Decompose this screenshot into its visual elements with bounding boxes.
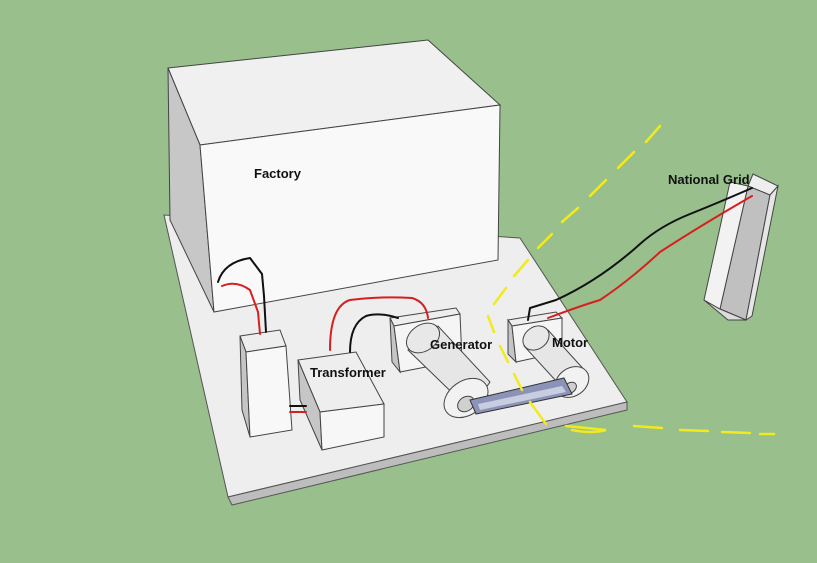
system-boundary [486,124,776,436]
wire-black-grid [527,187,753,321]
wire-red-grid [547,195,753,319]
wire-black-transformer-generator [349,313,399,353]
transformer-box [297,351,385,451]
national-grid-pole [703,173,779,322]
generator-label: Generator [430,337,492,352]
wire-black-factory [217,257,267,333]
labels: Factory National Grid Generator Motor Tr… [254,166,750,380]
factory-label: Factory [254,166,302,181]
factory-building [167,39,502,313]
national-grid-label: National Grid [668,172,750,187]
wires [217,187,753,413]
switch-box [239,329,293,438]
wire-red-factory [221,282,261,335]
drive-belt [469,377,573,415]
wire-red-transformer-generator [329,296,429,351]
motor-label: Motor [552,335,588,350]
transformer-label: Transformer [310,365,386,380]
